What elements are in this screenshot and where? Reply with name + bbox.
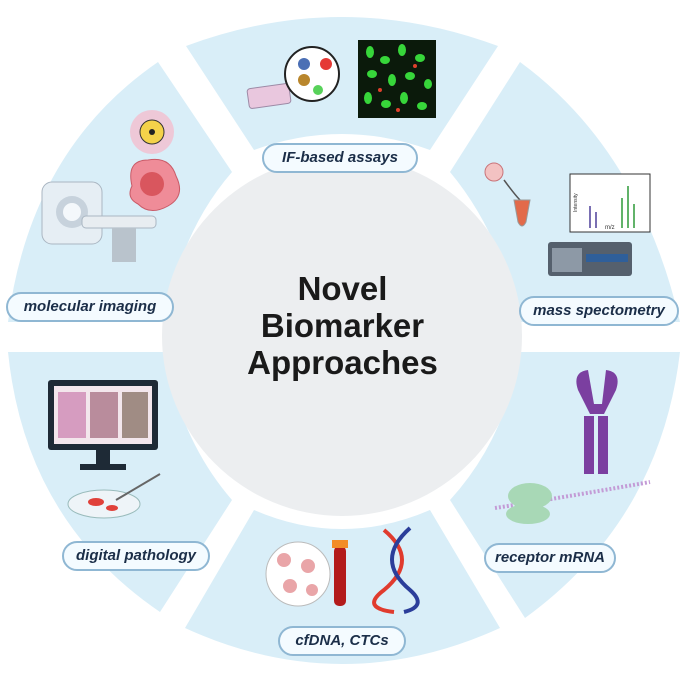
arrow-icon <box>503 179 521 201</box>
center-disk <box>162 156 522 516</box>
mrna-strand <box>494 480 651 510</box>
spectrum-xlabel: m/z <box>605 225 615 231</box>
magnifier-icon <box>284 46 340 102</box>
molecular-imaging-illustration <box>41 110 181 262</box>
spectrum-ylabel: Intensity <box>573 193 579 212</box>
mass-spec-illustration: Intensity m/z <box>484 162 651 276</box>
petri-dish-icon <box>67 489 141 519</box>
segment-if-based-assays <box>186 17 498 150</box>
center-title-line3: Approaches <box>247 344 438 381</box>
center-title-line2: Biomarker <box>260 307 425 344</box>
digital-pathology-illustration <box>48 380 161 519</box>
ribosome-icon <box>508 483 552 509</box>
label-molecular-imaging: molecular imaging <box>6 292 174 322</box>
label-digital-pathology: digital pathology <box>62 541 210 571</box>
cell-sample-icon <box>484 162 504 182</box>
dna-helix-icon <box>372 528 404 614</box>
microplate-icon <box>246 83 292 109</box>
segment-molecular-imaging <box>8 62 232 322</box>
forceps-icon <box>115 473 161 501</box>
label-mass-spectrometry: mass spectometry <box>519 296 679 326</box>
cfdna-illustration <box>265 526 420 614</box>
label-receptor-mrna: receptor mRNA <box>484 543 616 573</box>
ctc-magnifier-icon <box>265 541 331 607</box>
center-title: Novel Biomarker Approaches <box>200 270 485 381</box>
if-assay-illustration <box>246 40 436 118</box>
receptor-icon <box>576 370 618 414</box>
tube-icon <box>513 199 531 227</box>
blood-tube-icon <box>334 546 346 606</box>
receptor-mrna-illustration <box>494 370 651 524</box>
spectrum-plot <box>569 173 651 233</box>
center-title-line1: Novel <box>297 270 388 307</box>
label-cfdna-ctcs: cfDNA, CTCs <box>278 626 406 656</box>
label-if-based-assays: IF-based assays <box>262 143 418 173</box>
